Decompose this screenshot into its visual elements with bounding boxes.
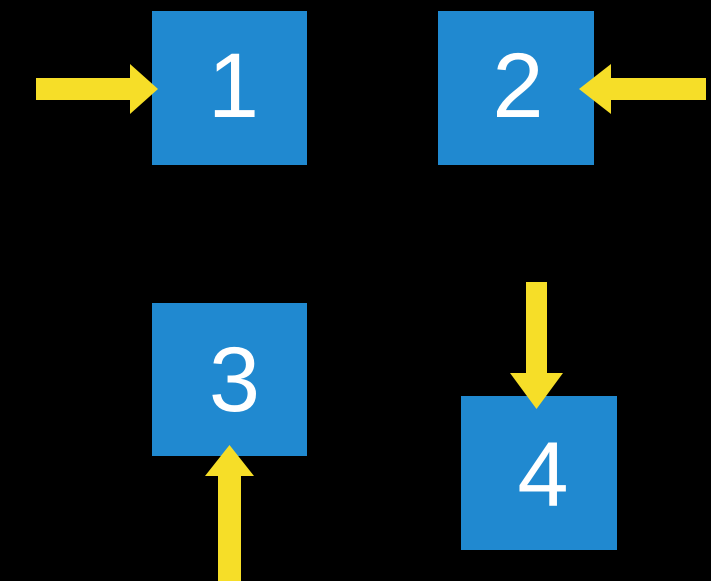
node-box-2[interactable]: 2 (438, 11, 594, 165)
node-box-4[interactable]: 4 (461, 396, 617, 550)
node-box-1[interactable]: 1 (152, 11, 307, 165)
arrow-down-into-box-4-icon (510, 282, 563, 409)
node-box-3[interactable]: 3 (152, 303, 307, 456)
arrow-right-into-box-1-icon (36, 64, 158, 114)
node-box-1-label: 1 (207, 35, 260, 137)
arrow-up-into-box-3-icon (205, 445, 254, 581)
node-box-4-label: 4 (517, 424, 569, 526)
node-box-2-label: 2 (492, 35, 544, 137)
node-box-3-label: 3 (208, 328, 261, 431)
arrow-left-into-box-2-icon (579, 64, 706, 114)
